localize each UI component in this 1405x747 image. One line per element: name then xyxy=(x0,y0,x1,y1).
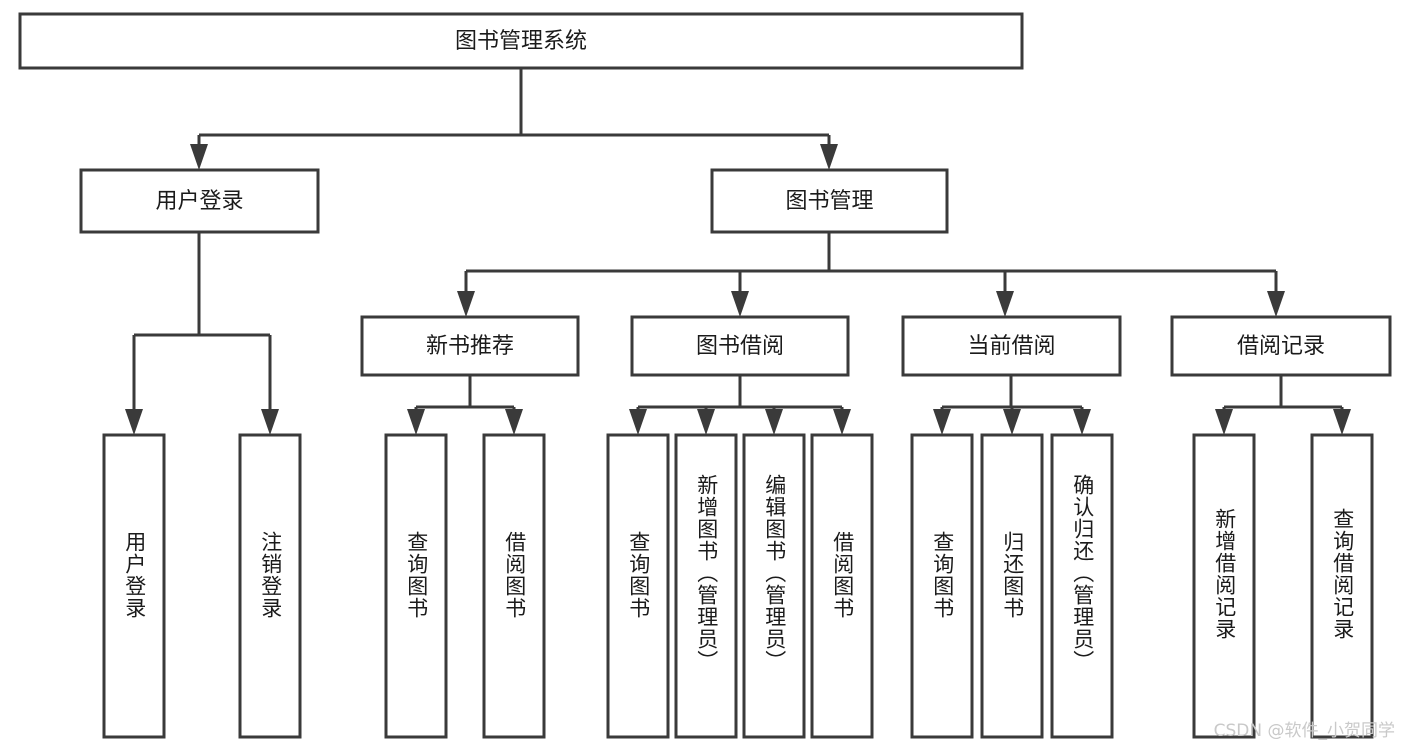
node-box xyxy=(1192,433,1256,739)
node-leaf-add-borrow-record[interactable] xyxy=(1192,433,1256,739)
node-label: 当前借阅 xyxy=(967,334,1055,359)
node-label: 用户登录 xyxy=(155,189,243,214)
node-box xyxy=(238,433,302,739)
node-box xyxy=(1050,433,1114,739)
node-label: 图书管理系统 xyxy=(455,29,587,54)
arrow-head-icon xyxy=(996,291,1014,317)
node-label: 图书管理 xyxy=(785,189,873,214)
node-label: 新书推荐 xyxy=(426,334,514,359)
node-leaf-borrow-book-rec[interactable] xyxy=(482,433,546,739)
connector-root-to-level2 xyxy=(190,68,838,170)
node-box xyxy=(384,433,448,739)
node-label: 借阅记录 xyxy=(1237,334,1325,359)
node-box xyxy=(1310,433,1374,739)
arrow-head-icon xyxy=(820,144,838,170)
arrow-head-icon xyxy=(833,409,851,435)
connector-book-manage-to-level3 xyxy=(457,232,1285,317)
node-box xyxy=(102,433,166,739)
node-box xyxy=(482,433,546,739)
node-box xyxy=(630,315,850,377)
node-leaf-user-login[interactable] xyxy=(102,433,166,739)
node-box xyxy=(18,12,1024,70)
arrow-head-icon xyxy=(1215,409,1233,435)
arrow-head-icon xyxy=(1333,409,1351,435)
node-leaf-return-book[interactable] xyxy=(980,433,1044,739)
arrow-head-icon xyxy=(697,409,715,435)
node-leaf-add-book-admin[interactable] xyxy=(674,433,738,739)
arrow-head-icon xyxy=(731,291,749,317)
connectors-layer xyxy=(125,68,1351,435)
arrow-head-icon xyxy=(261,409,279,435)
node-book-manage[interactable]: 图书管理 xyxy=(710,168,949,234)
arrow-head-icon xyxy=(457,291,475,317)
node-leaf-query-book-rec[interactable] xyxy=(384,433,448,739)
node-leaf-confirm-return-admin[interactable] xyxy=(1050,433,1114,739)
node-borrow-record[interactable]: 借阅记录 xyxy=(1170,315,1392,377)
node-leaf-logout-login[interactable] xyxy=(238,433,302,739)
node-leaf-query-book-borrow[interactable] xyxy=(606,433,670,739)
node-user-login[interactable]: 用户登录 xyxy=(79,168,320,234)
arrow-head-icon xyxy=(190,144,208,170)
node-box xyxy=(710,168,949,234)
node-leaf-borrow-book[interactable] xyxy=(810,433,874,739)
node-box xyxy=(742,433,806,739)
arrow-head-icon xyxy=(125,409,143,435)
node-leaf-query-book-cur[interactable] xyxy=(910,433,974,739)
node-box xyxy=(901,315,1122,377)
connector-book-borrow-to-leaves xyxy=(629,375,851,435)
arrow-head-icon xyxy=(505,409,523,435)
arrow-head-icon xyxy=(765,409,783,435)
arrow-head-icon xyxy=(1073,409,1091,435)
connector-borrow-record-to-leaves xyxy=(1215,375,1351,435)
arrow-head-icon xyxy=(933,409,951,435)
node-root[interactable]: 图书管理系统 xyxy=(18,12,1024,70)
node-box xyxy=(79,168,320,234)
watermark-text: CSDN @软件_小贺同学 xyxy=(1213,721,1395,741)
arrow-head-icon xyxy=(629,409,647,435)
connector-user-login-to-leaves xyxy=(125,232,279,435)
node-box xyxy=(674,433,738,739)
connector-current-borrow-to-leaves xyxy=(933,375,1091,435)
node-label: 图书借阅 xyxy=(696,334,784,359)
node-leaf-edit-book-admin[interactable] xyxy=(742,433,806,739)
connector-new-book-rec-to-leaves xyxy=(407,375,523,435)
arrow-head-icon xyxy=(1267,291,1285,317)
node-box xyxy=(360,315,580,377)
node-current-borrow[interactable]: 当前借阅 xyxy=(901,315,1122,377)
node-leaf-query-borrow-record[interactable] xyxy=(1310,433,1374,739)
node-box xyxy=(980,433,1044,739)
arrow-head-icon xyxy=(407,409,425,435)
node-box xyxy=(910,433,974,739)
node-box xyxy=(810,433,874,739)
node-new-book-rec[interactable]: 新书推荐 xyxy=(360,315,580,377)
arrow-head-icon xyxy=(1003,409,1021,435)
node-book-borrow[interactable]: 图书借阅 xyxy=(630,315,850,377)
node-box xyxy=(1170,315,1392,377)
node-box xyxy=(606,433,670,739)
